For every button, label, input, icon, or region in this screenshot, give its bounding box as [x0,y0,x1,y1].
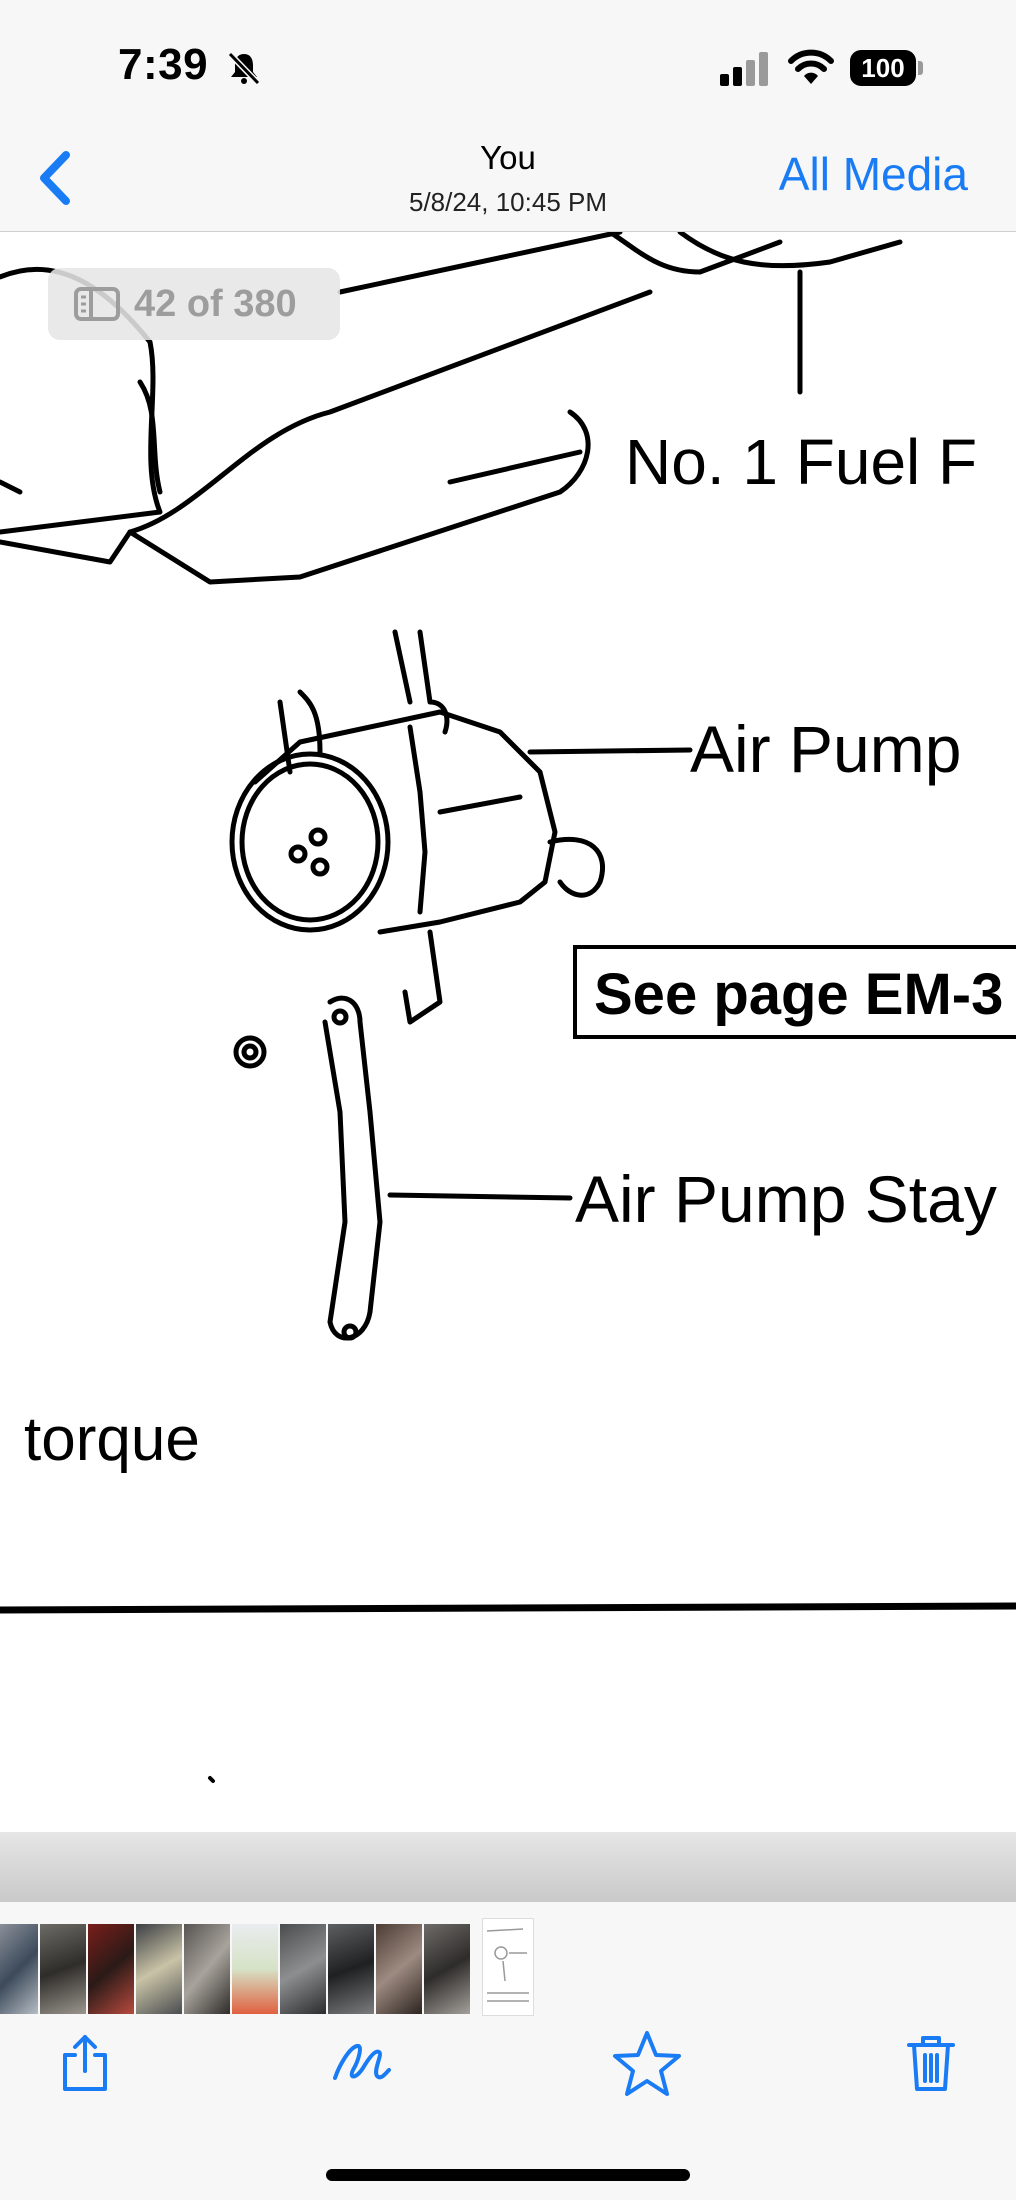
diagram-image: No. 1 Fuel F Air Pump See page EM-3 Air … [0,232,1016,1783]
share-button[interactable] [50,2028,120,2098]
battery-indicator: 100 [850,50,924,86]
thumbnail[interactable] [280,1924,326,2014]
thumbnail-strip[interactable] [0,1902,1016,2024]
back-button[interactable] [24,143,84,213]
chevron-left-icon [40,151,70,205]
markup-button[interactable] [326,2028,396,2098]
thumbnail[interactable] [136,1924,182,2014]
sidebar-icon [74,287,120,321]
nav-subtitle: 5/8/24, 10:45 PM [408,187,608,217]
thumbnail[interactable] [40,1924,86,2014]
label-torque: torque [24,1405,200,1474]
thumbnail-current[interactable] [482,1918,534,2016]
all-media-button[interactable]: All Media [778,148,968,200]
thumbnail[interactable] [0,1924,38,2014]
markup-icon [333,2043,391,2080]
thumbnail[interactable] [184,1924,230,2014]
status-time: 7:39 [118,40,209,89]
cellular-signal-icon [720,52,768,86]
thumbnail[interactable] [88,1924,134,2014]
nav-title: You [480,139,536,176]
wifi-icon [788,49,834,84]
home-indicator[interactable] [326,2169,690,2181]
see-page-box [573,945,1016,1039]
navigation-bar: You 5/8/24, 10:45 PM All Media [0,135,1016,232]
label-air-pump-stay: Air Pump Stay [575,1162,997,1236]
thumbnail-diagram-preview [486,1928,529,2002]
scrubber-band [0,1832,1016,1902]
bell-slash-icon [227,51,261,86]
battery-cap [918,61,923,75]
photo-viewer[interactable]: No. 1 Fuel F Air Pump See page EM-3 Air … [0,232,1016,1832]
share-icon [63,2035,107,2091]
thumbnail[interactable] [232,1924,278,2014]
page-counter-label: 42 of 380 [134,282,297,325]
favorite-button[interactable] [612,2028,682,2098]
thumbnail[interactable] [376,1924,422,2014]
label-fuel: No. 1 Fuel F [625,426,977,498]
battery-level: 100 [850,50,916,86]
thumbnail[interactable] [328,1924,374,2014]
trash-icon [907,2036,955,2091]
label-see-page: See page EM-3 [594,962,1003,1027]
thumbnail[interactable] [424,1924,470,2014]
label-air-pump: Air Pump [690,712,961,786]
star-icon [613,2031,681,2096]
status-bar: 7:39 100 [0,0,1016,135]
delete-button[interactable] [896,2028,966,2098]
page-counter-badge: 42 of 380 [48,268,340,340]
